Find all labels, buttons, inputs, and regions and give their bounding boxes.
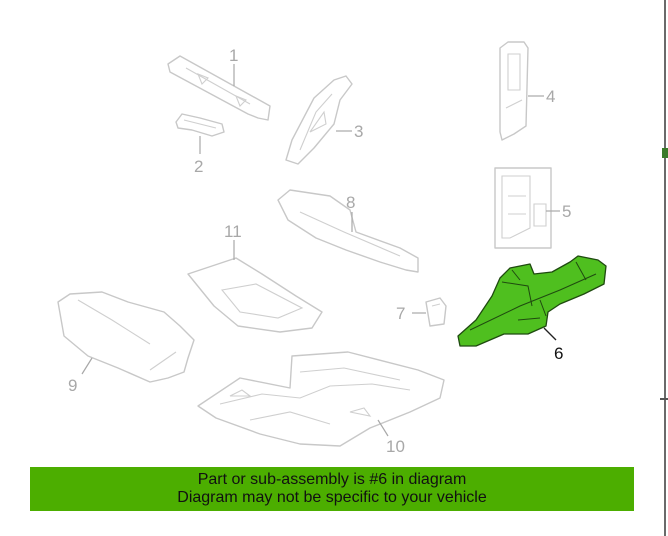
part-5	[494, 167, 552, 249]
callout-6: 6	[554, 344, 563, 363]
leader-6	[543, 327, 557, 341]
callout-3: 3	[354, 122, 363, 141]
leader-9	[81, 357, 93, 375]
banner-line-disclaimer: Diagram may not be specific to your vehi…	[177, 489, 487, 506]
part-8	[277, 189, 419, 273]
part-7	[425, 297, 447, 327]
frame-edge	[664, 0, 666, 536]
callout-11: 11	[224, 222, 242, 241]
part-6-highlighted	[457, 255, 607, 347]
callout-9: 9	[68, 376, 77, 395]
part-3	[285, 75, 353, 165]
part-11	[187, 257, 323, 333]
callout-10: 10	[386, 437, 405, 456]
callout-4: 4	[546, 87, 555, 106]
leader-10	[377, 419, 389, 437]
callout-1: 1	[229, 46, 238, 65]
callout-7: 7	[396, 304, 405, 323]
callout-5: 5	[562, 202, 571, 221]
part-1	[167, 55, 271, 121]
frame-edge-mark	[660, 398, 668, 400]
part-9	[57, 291, 195, 383]
part-2	[175, 113, 225, 137]
banner-line-part: Part or sub-assembly is #6 in diagram	[197, 471, 467, 488]
frame-edge-mark	[662, 148, 668, 158]
callout-8: 8	[346, 193, 355, 212]
part-4	[499, 41, 529, 141]
info-banner: Part or sub-assembly is #6 in diagram Di…	[30, 467, 634, 511]
part-10	[197, 351, 445, 447]
callout-2: 2	[194, 157, 203, 176]
